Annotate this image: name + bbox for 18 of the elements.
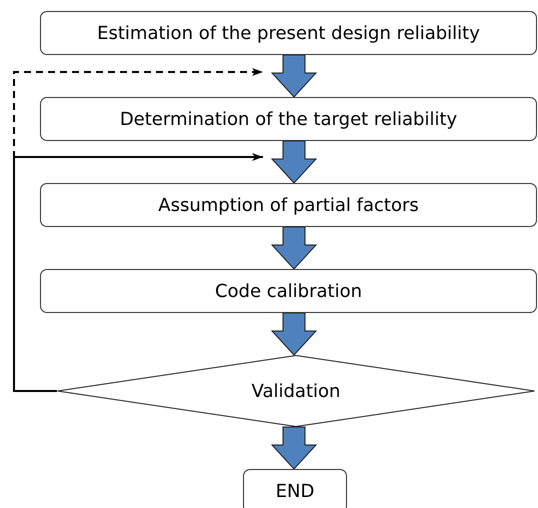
block-arrow: [270, 312, 318, 356]
decision-diamond: [57, 355, 535, 427]
feedback-arrow: [13, 153, 263, 392]
node-label: END: [276, 480, 314, 502]
block-arrow: [270, 140, 318, 184]
block-arrow: [270, 426, 318, 470]
process-box: [40, 11, 537, 55]
process-box: [40, 97, 537, 141]
node-label: Estimation of the present design reliability: [97, 22, 480, 44]
process-box: [243, 469, 347, 508]
block-arrow: [270, 54, 318, 98]
node-label: Determination of the target reliability: [120, 108, 458, 130]
node-label: Code calibration: [214, 280, 362, 302]
block-arrow: [270, 226, 318, 270]
node-label: Validation: [252, 380, 340, 402]
process-box: [40, 269, 537, 313]
process-box: [40, 183, 537, 227]
node-label: Assumption of partial factors: [158, 194, 419, 216]
